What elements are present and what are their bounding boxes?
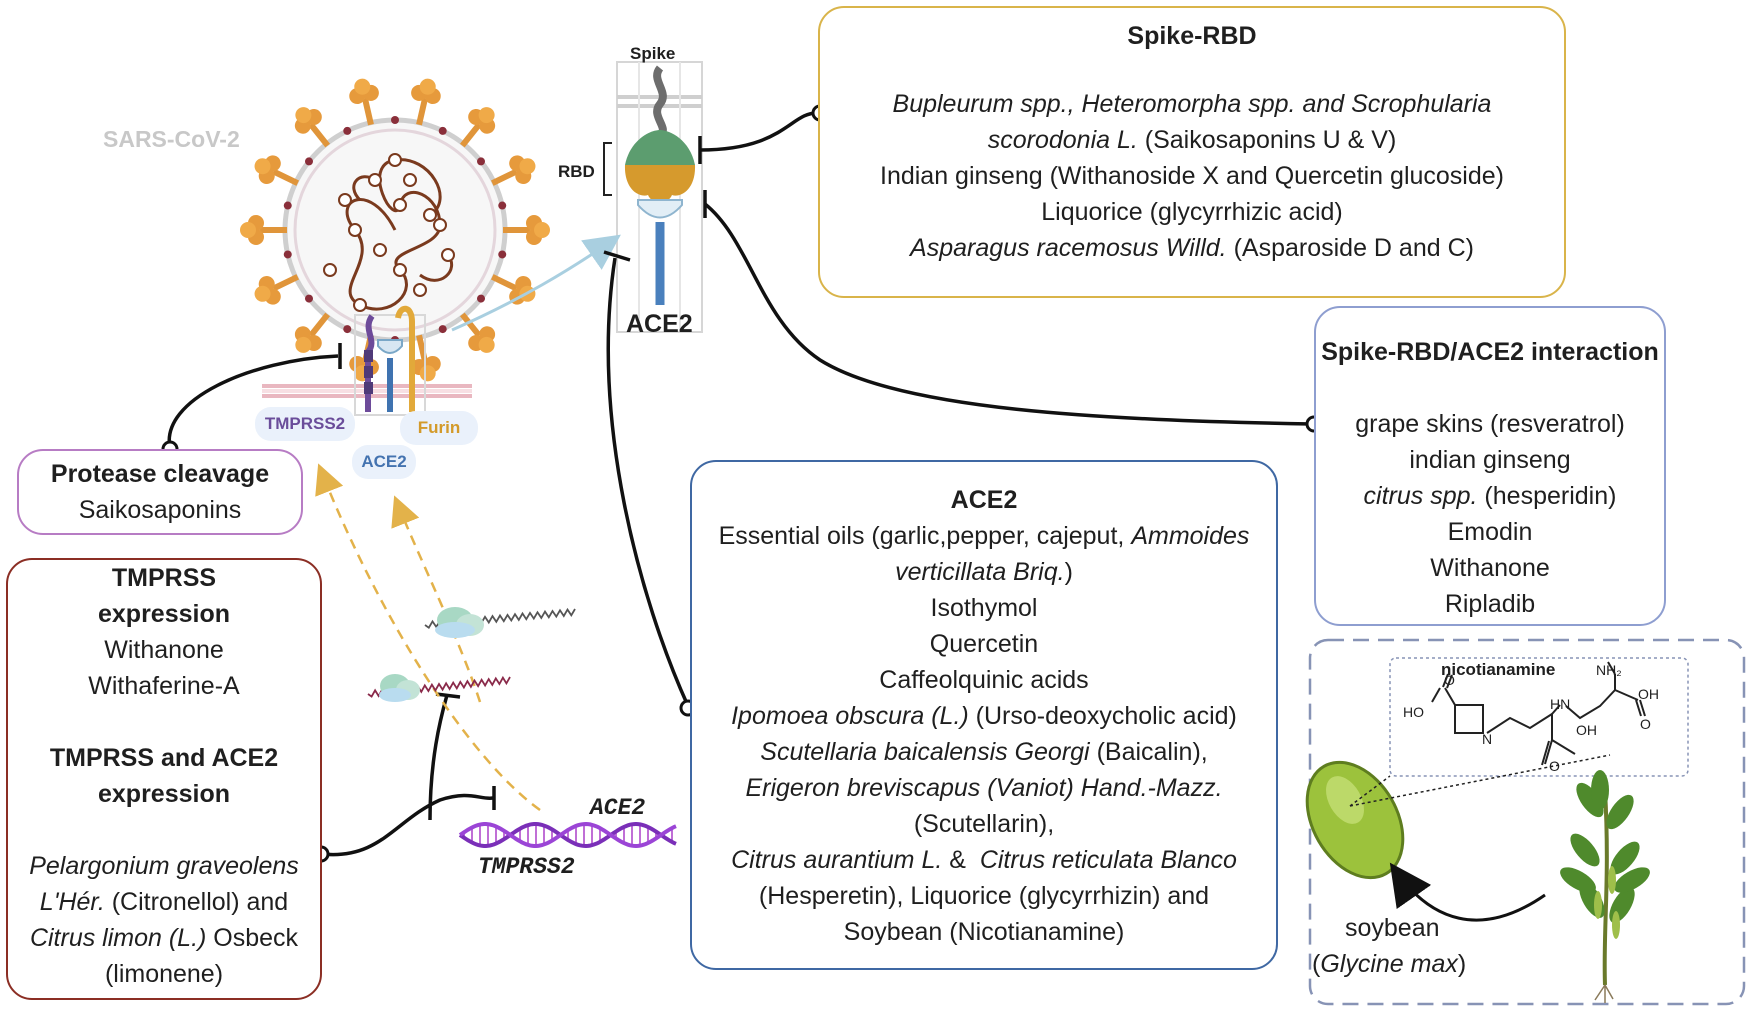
ace2-line2: verticillata Briq.) <box>895 558 1073 586</box>
expression-arrows <box>315 463 541 812</box>
atom-n: N <box>1482 731 1493 747</box>
rbd-bracket <box>603 142 612 196</box>
ace2-line6: Ipomoea obscura (L.) (Urso-deoxycholic a… <box>731 702 1237 730</box>
ace2-receptor-head <box>637 199 683 219</box>
tmprss-title-1a: TMPRSS <box>111 564 217 592</box>
ace2-title: ACE2 <box>950 486 1018 514</box>
ace2-receptor-small <box>377 339 403 412</box>
spike-rbd-line1: Bupleurum spp., Heteromorpha spp. and Sc… <box>892 90 1492 118</box>
atom-nh2: NH₂ <box>1596 662 1622 678</box>
tmprss-line3: Pelargonium graveolens <box>29 852 299 880</box>
ace2-line1: Essential oils (garlic,pepper, cajeput, … <box>718 522 1250 550</box>
ace2-line5: Caffeolquinic acids <box>879 666 1089 694</box>
tmprss-box: TMPRSS expression Withanone Withaferine-… <box>6 558 322 1000</box>
ace2-line11: (Hesperetin), Liquorice (glycyrrhizin) a… <box>758 882 1210 910</box>
spike-rbd-bottom <box>624 165 696 203</box>
tmprss-title-2b: expression <box>97 780 230 808</box>
interaction-title: Spike-RBD/ACE2 interaction <box>1321 338 1659 366</box>
virus-particle <box>240 78 550 382</box>
ace2-line8: Erigeron breviscapus (Vaniot) Hand.-Mazz… <box>745 774 1223 802</box>
source-arrow <box>1389 862 1546 922</box>
atom-o-3: O <box>1549 758 1560 774</box>
ace2-label-small: ACE2 <box>352 445 416 479</box>
soybean-seed <box>1305 760 1405 880</box>
tmprss-line4: L'Hér. (Citronellol) and <box>39 888 289 916</box>
interaction-box: Spike-RBD/ACE2 interaction grape skins (… <box>1314 306 1666 626</box>
soybean-plant <box>1560 770 1650 1003</box>
zoom-lines <box>1349 754 1611 807</box>
ace2-line10: Citrus aurantium L. & Citrus reticulata … <box>731 846 1237 874</box>
spike-rbd-top <box>625 130 695 165</box>
tmprss-title-1b: expression <box>97 600 230 628</box>
furin-label: Furin <box>400 411 478 445</box>
furin-protein <box>395 305 415 412</box>
atom-oh-2: OH <box>1576 722 1597 738</box>
soybean-label: soybean <box>1345 914 1440 942</box>
atom-o-1: O <box>1444 672 1455 688</box>
atom-oh-1: OH <box>1638 686 1659 702</box>
soybean-frame <box>1308 638 1746 1006</box>
spike-rbd-line3: Indian ginseng (Withanoside X and Querce… <box>880 162 1504 190</box>
rbd-label: RBD <box>558 162 595 181</box>
interaction-line2: indian ginseng <box>1409 446 1571 474</box>
dna-helix <box>458 821 677 849</box>
interaction-line3: citrus spp. (hesperidin) <box>1363 482 1617 510</box>
tmprss2-gene-label: TMPRSS2 <box>478 854 575 880</box>
atom-o-2: O <box>1640 716 1651 732</box>
ace2-line9: (Scutellarin), <box>913 810 1055 838</box>
protease-box: Protease cleavage Saikosaponins <box>17 449 303 535</box>
protease-title: Protease cleavage <box>50 460 270 488</box>
ace2-box: ACE2 Essential oils (garlic,pepper, caje… <box>690 460 1278 970</box>
tmprss2-protein <box>364 314 375 412</box>
interaction-line5: Withanone <box>1430 554 1550 582</box>
entry-arrow <box>451 234 621 332</box>
inhibition-lines <box>167 111 1313 857</box>
interaction-line6: Ripladib <box>1444 590 1536 618</box>
protease-line1: Saikosaponins <box>78 496 242 524</box>
soybean-latin: (Glycine max) <box>1312 950 1467 978</box>
spike-rbd-box: Spike-RBD Bupleurum spp., Heteromorpha s… <box>818 6 1566 298</box>
tmprss-line2: Withaferine-A <box>88 672 240 700</box>
virus-rna-beads <box>323 153 455 312</box>
ace2-gene-label: ACE2 <box>590 795 646 821</box>
atom-hn: HN <box>1550 696 1571 712</box>
interaction-line4: Emodin <box>1447 518 1533 546</box>
tmprss-line1: Withanone <box>104 636 224 664</box>
molecule-name: nicotianamine <box>1441 660 1556 679</box>
virus-spikes <box>240 78 550 382</box>
molecule-frame <box>1389 657 1689 777</box>
receptor-frame <box>354 314 426 416</box>
atom-ho: HO <box>1403 704 1424 720</box>
mrna-strands <box>367 607 576 702</box>
tmprss-line6: (limonene) <box>104 960 224 988</box>
ace2-receptor-label: ACE2 <box>626 310 693 338</box>
nicotianamine-structure <box>1431 661 1646 766</box>
virus-title: SARS-CoV-2 <box>103 126 240 152</box>
tmprss-line5: Citrus limon (L.) Osbeck <box>29 924 299 952</box>
ace2-line4: Quercetin <box>929 630 1039 658</box>
spike-label: Spike <box>630 44 676 63</box>
ace2-line7: Scutellaria baicalensis Georgi (Baicalin… <box>760 738 1208 766</box>
interaction-line1: grape skins (resveratrol) <box>1355 410 1625 438</box>
spike-rbd-line4: Liquorice (glycyrrhizic acid) <box>1041 198 1343 226</box>
spike-rbd-line2: scorodonia L. (Saikosaponins U & V) <box>987 126 1397 154</box>
tmprss2-label: TMPRSS2 <box>255 407 355 441</box>
spike-stalk <box>653 65 667 139</box>
ace2-line3: Isothymol <box>930 594 1038 622</box>
spike-ace2-panel <box>603 61 703 333</box>
tmprss-title-2a: TMPRSS and ACE2 <box>49 744 279 772</box>
spike-rbd-title: Spike-RBD <box>1127 22 1257 50</box>
spike-rbd-line5: Asparagus racemosus Willd. (Asparoside D… <box>910 234 1474 262</box>
ace2-line12: Soybean (Nicotianamine) <box>843 918 1125 946</box>
